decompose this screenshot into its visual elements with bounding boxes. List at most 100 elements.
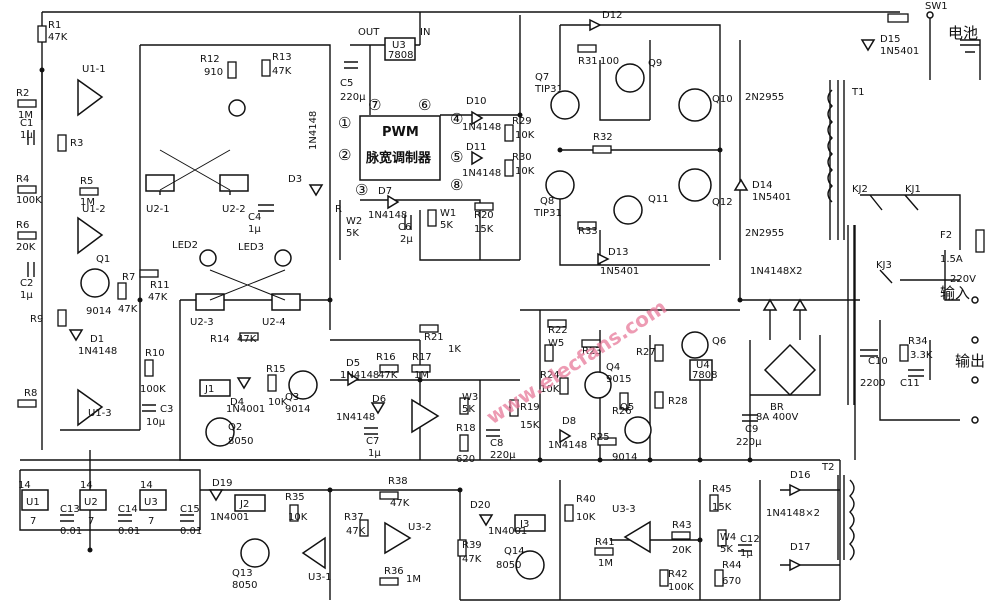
q2-symbol <box>205 417 235 447</box>
svg-text:R1: R1 <box>48 20 61 31</box>
svg-text:C9: C9 <box>745 424 758 435</box>
q3-symbol <box>288 370 318 400</box>
svg-text:1N5401: 1N5401 <box>880 46 919 57</box>
svg-text:0.01: 0.01 <box>60 526 82 537</box>
q11-symbol <box>613 195 643 225</box>
pin14-b: 14 <box>80 480 93 491</box>
label-u2-1: U2-1 <box>146 204 170 215</box>
svg-text:TIP31: TIP31 <box>533 208 562 219</box>
svg-text:R39: R39 <box>462 540 482 551</box>
svg-text:C7: C7 <box>366 436 379 447</box>
svg-text:Q7: Q7 <box>535 72 549 83</box>
svg-text:47K: 47K <box>237 334 257 345</box>
kj3-label: KJ3 <box>876 260 892 271</box>
svg-text:R13: R13 <box>272 52 292 63</box>
svg-text:10K: 10K <box>515 166 535 177</box>
j3-label: J3 <box>519 519 529 530</box>
svg-text:10K: 10K <box>268 397 288 408</box>
svg-text:1N4148: 1N4148 <box>462 122 501 133</box>
relay-j2 <box>234 494 266 512</box>
label-u1-3: U1-3 <box>88 408 112 419</box>
svg-text:9014: 9014 <box>285 404 310 415</box>
terminal-out-2 <box>971 376 979 384</box>
svg-text:Q2: Q2 <box>228 422 242 433</box>
q7-symbol <box>550 90 580 120</box>
svg-text:10K: 10K <box>288 512 308 523</box>
pwm-pin-8: ⑧ <box>450 176 463 194</box>
svg-text:R35: R35 <box>285 492 305 503</box>
svg-text:R5: R5 <box>80 176 93 187</box>
kj2-label: KJ2 <box>852 184 868 195</box>
svg-text:D8: D8 <box>562 416 576 427</box>
watermark: www.elecfans.com <box>482 295 671 429</box>
svg-text:47K: 47K <box>48 32 68 43</box>
svg-text:1μ: 1μ <box>20 290 33 301</box>
transformer-t1 <box>827 80 855 405</box>
diode-pair-label: 1N4148X2 <box>750 266 803 277</box>
fuse-val: 1.5A <box>940 254 963 265</box>
ic-u2-2 <box>219 174 249 192</box>
battery-label: 电池 <box>948 24 978 42</box>
svg-text:15K: 15K <box>712 502 732 513</box>
u4-part: 7808 <box>692 370 717 381</box>
j1-label: J1 <box>204 384 214 395</box>
svg-text:D14: D14 <box>752 180 772 191</box>
svg-text:2μ: 2μ <box>400 234 413 245</box>
svg-text:D12: D12 <box>602 10 622 21</box>
ic-u1 <box>21 489 49 511</box>
svg-text:1μ: 1μ <box>248 224 261 235</box>
photo-led-symbol <box>228 99 246 117</box>
opamp-u3-1 <box>301 536 326 570</box>
kj1-label: KJ1 <box>905 184 921 195</box>
q1-symbol <box>80 268 110 298</box>
svg-text:R25: R25 <box>590 432 610 443</box>
svg-text:C6: C6 <box>398 222 411 233</box>
svg-text:D6: D6 <box>372 394 386 405</box>
label-u3-2: U3-2 <box>408 522 432 533</box>
svg-text:R42: R42 <box>668 569 688 580</box>
mains-voltage: 220V <box>950 274 976 285</box>
fuse-ref: F2 <box>940 230 952 241</box>
svg-text:0.01: 0.01 <box>180 526 202 537</box>
svg-text:1N4148: 1N4148 <box>548 440 587 451</box>
svg-text:8050: 8050 <box>228 436 253 447</box>
svg-text:D17: D17 <box>790 542 810 553</box>
svg-text:220μ: 220μ <box>736 437 762 448</box>
opamp-symbols <box>77 78 651 570</box>
svg-text:R17: R17 <box>412 352 432 363</box>
svg-text:R29: R29 <box>512 116 532 127</box>
pwm-pin-5: ⑤ <box>450 148 463 166</box>
mains-input-label: 输入 <box>940 284 970 302</box>
svg-text:R38: R38 <box>388 476 408 487</box>
opto-cross-2 <box>209 269 286 301</box>
svg-text:100: 100 <box>600 56 619 67</box>
w5-ref: W5 <box>548 338 564 349</box>
svg-text:1N5401: 1N5401 <box>600 266 639 277</box>
svg-text:R14: R14 <box>210 334 230 345</box>
pwm-title: PWM <box>382 125 419 140</box>
pwm-pin-3: ③ <box>355 181 368 199</box>
svg-text:1N4001: 1N4001 <box>210 512 249 523</box>
svg-text:10K: 10K <box>515 130 535 141</box>
svg-text:R44: R44 <box>722 560 742 571</box>
svg-text:1N4001: 1N4001 <box>488 526 527 537</box>
label-u3: U3 <box>144 497 158 508</box>
svg-text:1N4148: 1N4148 <box>340 370 379 381</box>
svg-text:R7: R7 <box>122 272 135 283</box>
svg-text:220μ: 220μ <box>340 92 366 103</box>
svg-text:R9: R9 <box>30 314 43 325</box>
svg-text:R27: R27 <box>636 347 656 358</box>
opto-cross-1 <box>159 149 231 191</box>
regulator-u3 <box>384 37 416 61</box>
svg-text:R40: R40 <box>576 494 596 505</box>
pwm-pin-4: ④ <box>450 110 463 128</box>
u3-name: U3 <box>392 40 406 51</box>
svg-text:2200: 2200 <box>860 378 885 389</box>
output-label: 输出 <box>955 352 985 370</box>
svg-text:15K: 15K <box>474 224 494 235</box>
svg-text:8050: 8050 <box>496 560 521 571</box>
svg-text:R19: R19 <box>520 402 540 413</box>
svg-text:R2: R2 <box>16 88 29 99</box>
svg-text:R32: R32 <box>593 132 613 143</box>
